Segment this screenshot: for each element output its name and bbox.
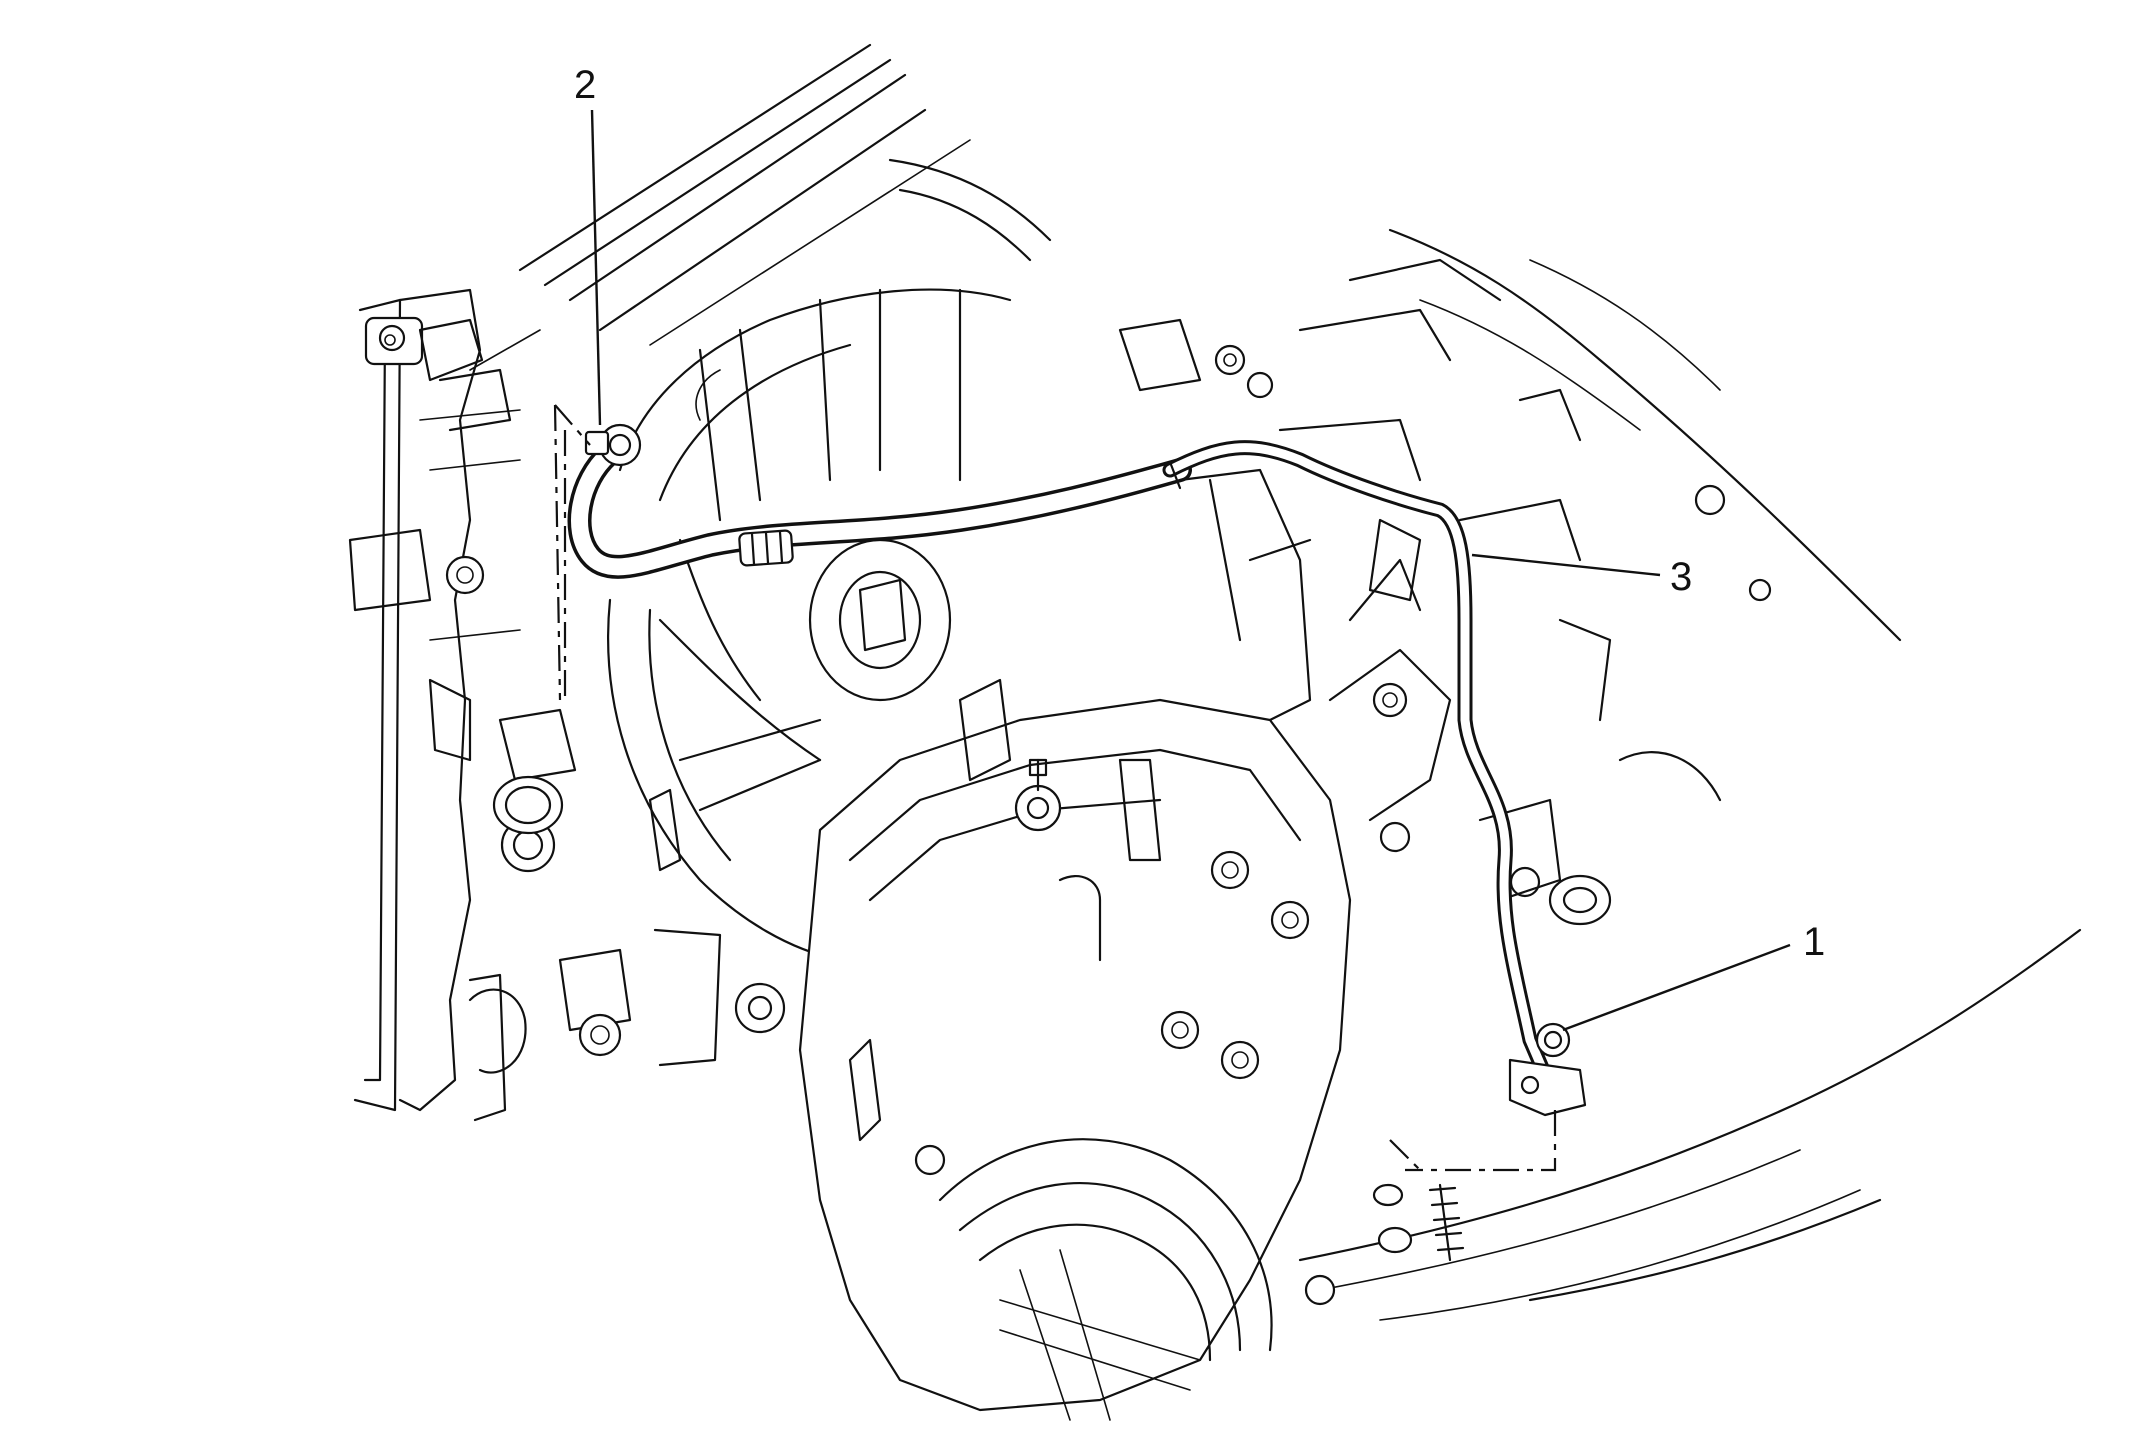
callout-2-label: 2	[574, 63, 596, 107]
callout-1: 1	[1562, 920, 1825, 1032]
alignment-lines	[553, 404, 1557, 1172]
callout-3-label: 3	[1670, 555, 1692, 599]
cooling-fan	[607, 158, 1052, 962]
callout-3: 3	[1471, 553, 1692, 599]
radiator-assembly	[348, 288, 786, 1122]
transmission-housing	[492, 258, 1772, 1421]
cooler-line-assembly	[567, 423, 1587, 1117]
callout-1-label: 1	[1803, 920, 1825, 964]
body-panel-lines	[469, 43, 2082, 1321]
callout-2: 2	[574, 63, 602, 426]
